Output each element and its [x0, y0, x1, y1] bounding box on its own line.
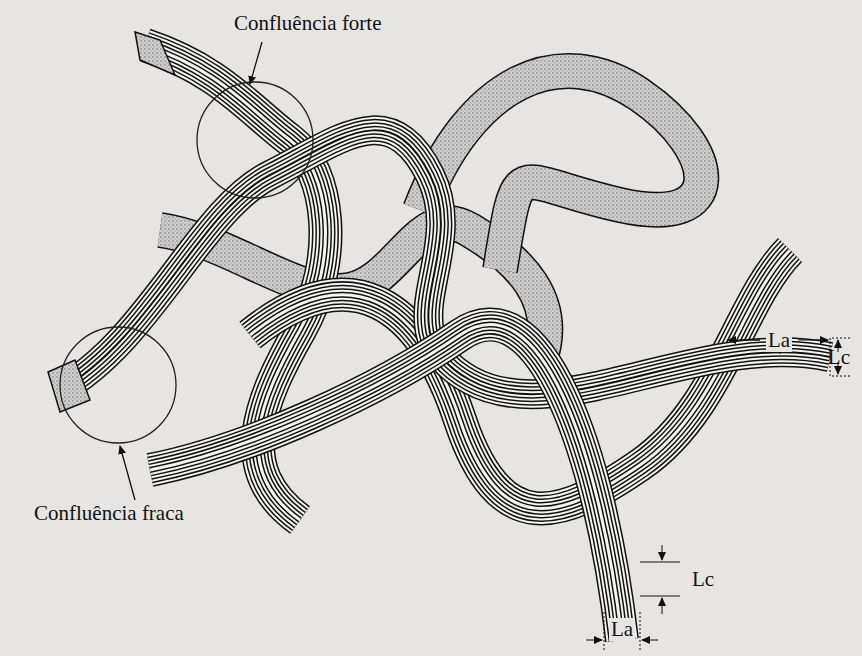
dimension-label: Lc — [826, 346, 852, 369]
callout-label: Confluência forte — [232, 12, 384, 35]
dimension-label: Lc — [690, 568, 716, 591]
dimension-label: La — [609, 618, 635, 641]
callout-label: Confluência fraca — [32, 502, 186, 525]
dimension-label: La — [766, 329, 792, 352]
